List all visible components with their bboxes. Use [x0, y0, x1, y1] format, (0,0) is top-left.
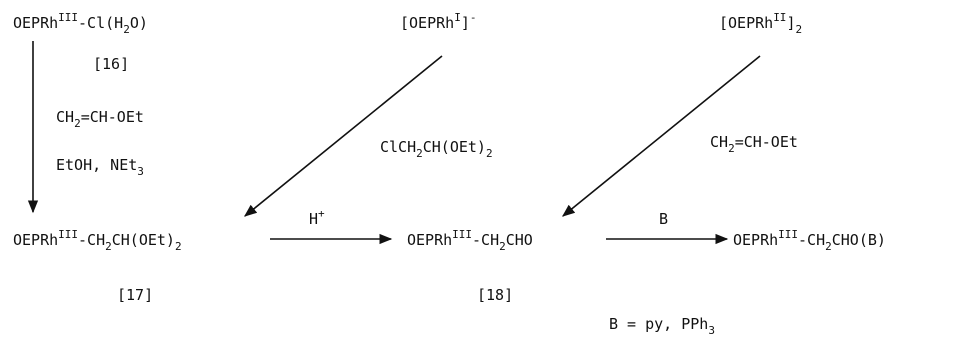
- reagent-sub: 2: [416, 147, 423, 160]
- start-ox: III: [58, 11, 79, 24]
- ligand-footnote: B = py, PPh3: [609, 315, 715, 337]
- reagent-text: =CH-OEt: [80, 108, 144, 126]
- p18-a: -CH: [472, 231, 500, 249]
- footnote-sub: 3: [708, 324, 715, 337]
- arrow-rh2-to-18: [562, 55, 761, 217]
- reagent-vinyl-ether: CH2=CH-OEt: [56, 108, 144, 130]
- p17-s2: 2: [174, 240, 182, 253]
- h-text: H: [309, 210, 319, 228]
- final-s1: 2: [825, 240, 832, 253]
- rh1-ox: I: [454, 11, 461, 24]
- p17-base: OEPRh: [13, 231, 59, 249]
- final-a: -CH: [798, 231, 826, 249]
- compound-18-formula: OEPRhIII-CH2CHO: [407, 229, 533, 252]
- p18-base: OEPRh: [407, 231, 453, 249]
- rh2-open: [OEPRh: [719, 14, 774, 32]
- reagent-sub: 2: [74, 117, 81, 130]
- start-rest: -Cl(H: [78, 14, 124, 32]
- arrow-b-label: B: [659, 210, 669, 228]
- arrow-h-label: H+: [309, 208, 325, 228]
- rh2-sub: 2: [795, 23, 803, 36]
- final-b: CHO(B): [831, 231, 886, 249]
- rh2-ox: II: [773, 11, 787, 24]
- rh1-open: [OEPRh: [400, 14, 455, 32]
- reagent-sub: 2: [485, 147, 493, 160]
- compound-17-label: [17]: [117, 286, 154, 304]
- rh2-close: ]: [786, 14, 796, 32]
- start-tail: O): [129, 14, 148, 32]
- final-base: OEPRh: [733, 231, 779, 249]
- reagent-sub: 3: [137, 165, 144, 178]
- start-base: OEPRh: [13, 14, 59, 32]
- reagent-text: =CH-OEt: [734, 133, 798, 151]
- compound-17-formula: OEPRhIII-CH2CH(OEt)2: [13, 229, 182, 252]
- rh1-close: ]: [460, 14, 470, 32]
- compound-18-label: [18]: [477, 286, 514, 304]
- p17-s1: 2: [105, 240, 112, 253]
- reagent-etoh-net3: EtOH, NEt3: [56, 156, 144, 178]
- p18-s1: 2: [499, 240, 506, 253]
- arrow-rh1-to-17: [244, 55, 443, 217]
- p17-ox: III: [58, 228, 79, 241]
- final-ox: III: [778, 228, 799, 241]
- reagent-text: CH(OEt): [422, 138, 486, 156]
- h-charge: +: [318, 207, 325, 220]
- p18-ox: III: [452, 228, 473, 241]
- start-complex-formula: OEPRhIII-Cl(H2O): [13, 12, 148, 35]
- reagent-text: CH: [56, 108, 75, 126]
- reagent-text: ClCH: [380, 138, 417, 156]
- start-sub: 2: [123, 23, 130, 36]
- p18-b: CHO: [505, 231, 533, 249]
- p17-a: -CH: [78, 231, 106, 249]
- final-product-formula: OEPRhIII-CH2CHO(B): [733, 229, 886, 252]
- reagent-vinyl-ether-2: CH2=CH-OEt: [710, 133, 798, 155]
- compound-16-label: [16]: [93, 55, 130, 73]
- rh1-charge: -: [469, 11, 477, 24]
- rh2-dimer: [OEPRhII]2: [719, 12, 802, 35]
- reagent-text: CH: [710, 133, 729, 151]
- reagent-text: EtOH, NEt: [56, 156, 138, 174]
- reagent-acetal: ClCH2CH(OEt)2: [380, 138, 493, 160]
- footnote-text: B = py, PPh: [609, 315, 709, 333]
- reagent-sub: 2: [728, 142, 735, 155]
- rh1-anion: [OEPRhI]-: [400, 12, 476, 32]
- p17-b: CH(OEt): [111, 231, 175, 249]
